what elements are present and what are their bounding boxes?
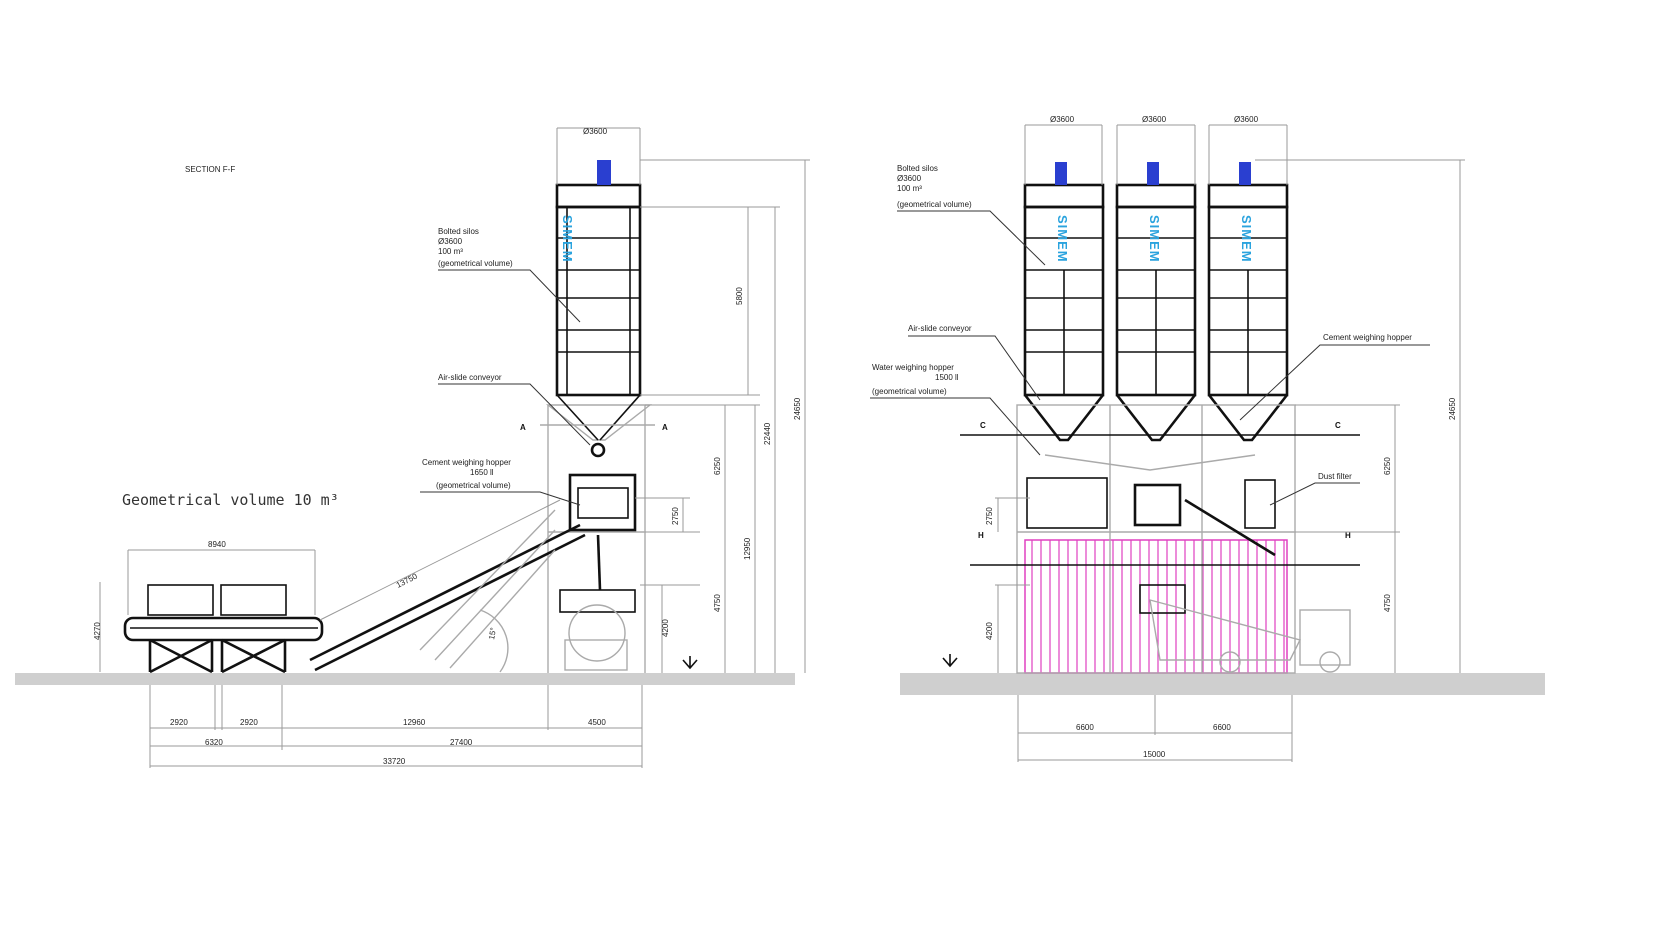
dim-bins-height: 4270: [93, 622, 102, 640]
silo-label-line: Ø3600: [438, 237, 463, 246]
dim-discharge: 4750: [1383, 594, 1392, 612]
dim-truck-clearance: 4200: [985, 622, 994, 640]
dim-silo-diameter: Ø3600: [1050, 115, 1075, 124]
silo-label-line: 100 m³: [897, 184, 922, 193]
silo-top-filter: [1055, 162, 1067, 185]
silo: SIMEM: [1115, 162, 1197, 442]
dim-height-2: 22440: [763, 422, 772, 445]
section-mark-a-left: A: [520, 423, 526, 432]
aggregate-bins: [123, 584, 324, 674]
dim-tower-width: 4500: [588, 718, 606, 727]
silo-logo: SIMEM: [1147, 215, 1162, 263]
silo-logo: SIMEM: [1055, 215, 1070, 263]
silo-label-line: (geometrical volume): [438, 259, 513, 268]
dim-hopper: 2750: [985, 507, 994, 525]
cement-hopper-label-line: (geometrical volume): [436, 481, 511, 490]
ground-level-icon: [942, 654, 958, 668]
silo-callout: Bolted silos Ø3600 100 m³ (geometrical v…: [897, 164, 1046, 266]
right-dimensions: Ø3600 Ø3600 Ø3600 24650 6250 4750 2750 4…: [985, 115, 1465, 762]
silo-top-filter: [1239, 162, 1251, 185]
silo-label-line: Bolted silos: [897, 164, 938, 173]
water-hopper-label-line: 1500 ll: [935, 373, 959, 382]
dim-bins-width: 8940: [208, 540, 226, 549]
mixer-truck: [564, 604, 628, 671]
cement-hopper-label-line: Cement weighing hopper: [422, 458, 511, 467]
silo-label-line: Ø3600: [897, 174, 922, 183]
cement-hopper-callout: Cement weighing hopper: [1239, 333, 1430, 421]
silo: SIMEM: [1023, 162, 1105, 442]
dim-total-height: 24650: [1448, 397, 1457, 420]
dust-filter-callout: Dust filter: [1269, 472, 1360, 506]
dim-silo-height: 5800: [735, 287, 744, 305]
cement-hopper-label-line: 1650 ll: [470, 468, 494, 477]
cement-hopper-label: Cement weighing hopper: [1323, 333, 1412, 342]
ground-level-icon: [682, 656, 698, 670]
section-mark-a-right: A: [662, 423, 668, 432]
dim-conveyor-span: 12960: [403, 718, 426, 727]
silo-top-filter: [597, 160, 611, 185]
dim-frame-total: 12950: [743, 537, 752, 560]
inclined-conveyor: 15° 13750: [309, 499, 586, 673]
silo-label-line: 100 m³: [438, 247, 463, 256]
dim-silo-diameter: Ø3600: [1142, 115, 1167, 124]
enclosure-hatch: [1031, 540, 1285, 673]
dim-bin-2: 2920: [240, 718, 258, 727]
silo-label-line: (geometrical volume): [897, 200, 972, 209]
dim-silo-diameter: Ø3600: [583, 127, 608, 136]
tower-frame: C C H H: [960, 404, 1360, 674]
dust-filter-label: Dust filter: [1318, 472, 1352, 481]
left-dimensions: Ø3600 5800 24650 22440 6250 12950 2750 4…: [93, 127, 810, 768]
airslide-callout: Air-slide conveyor: [908, 324, 1041, 401]
dim-frame-upper: 6250: [713, 457, 722, 475]
airslide-label: Air-slide conveyor: [438, 373, 502, 382]
dim-silo-diameter: Ø3600: [1234, 115, 1259, 124]
ground: [900, 673, 1545, 695]
cement-hopper-callout: Cement weighing hopper 1650 ll (geometri…: [420, 458, 581, 506]
conveyor-length-dim: 13750: [395, 571, 419, 589]
section-mark-c-right: C: [1335, 421, 1341, 430]
section-mark-h-right: H: [1345, 531, 1351, 540]
section-mark-h-left: H: [978, 531, 984, 540]
conveyor-angle: 15°: [487, 627, 498, 640]
water-hopper-label-line: (geometrical volume): [872, 387, 947, 396]
dim-overall: 15000: [1143, 750, 1166, 759]
ground: [15, 673, 795, 685]
dim-total-height: 24650: [793, 397, 802, 420]
silo: SIMEM: [545, 160, 653, 441]
dim-overall: 33720: [383, 757, 406, 766]
silo-logo: SIMEM: [1239, 215, 1254, 263]
left-view: SECTION F-F Geometrical volume 10 m³ SIM…: [15, 127, 810, 768]
mixer-truck: [1149, 599, 1351, 673]
section-title: SECTION F-F: [185, 165, 235, 174]
dim-bay-1: 6600: [1076, 723, 1094, 732]
dim-truck-clearance: 4200: [661, 619, 670, 637]
water-hopper-label-line: Water weighing hopper: [872, 363, 954, 372]
dim-frame-upper: 6250: [1383, 457, 1392, 475]
mixer: [559, 442, 637, 613]
silo-logo: SIMEM: [560, 215, 575, 263]
dim-span-total: 27400: [450, 738, 473, 747]
dim-hopper: 2750: [671, 507, 680, 525]
airslide-label: Air-slide conveyor: [908, 324, 972, 333]
silo-label-line: Bolted silos: [438, 227, 479, 236]
dust-filter: [1244, 479, 1276, 529]
silo-top-filter: [1147, 162, 1159, 185]
section-mark-c-left: C: [980, 421, 986, 430]
geometrical-volume-note: Geometrical volume 10 m³: [122, 491, 339, 509]
water-hopper-callout: Water weighing hopper 1500 ll (geometric…: [870, 363, 1041, 456]
silo-row: SIMEM SIMEM SIMEM: [1023, 162, 1289, 442]
dim-discharge: 4750: [713, 594, 722, 612]
silo: SIMEM: [1207, 162, 1289, 442]
dim-bin-1: 2920: [170, 718, 188, 727]
dim-bay-2: 6600: [1213, 723, 1231, 732]
silo-callout: Bolted silos Ø3600 100 m³ (geometrical v…: [438, 227, 581, 323]
dim-bins-total: 6320: [205, 738, 223, 747]
airslide-callout: Air-slide conveyor: [438, 373, 591, 446]
